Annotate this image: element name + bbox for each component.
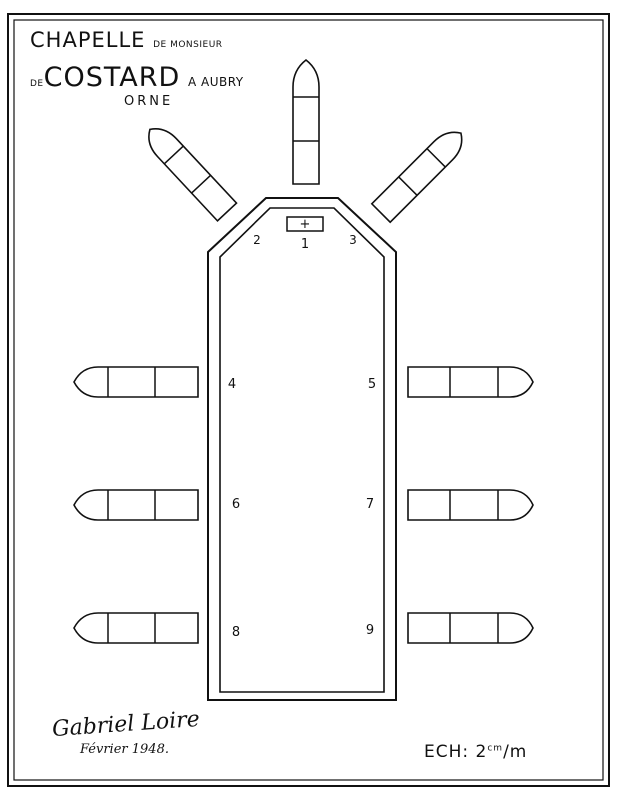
title-line-1: CHAPELLE DE MONSIEUR [30,28,223,52]
number-3: 3 [349,233,357,247]
number-1: 1 [301,237,309,252]
window-1-panel [292,58,320,185]
number-2: 2 [253,233,261,247]
number-6: 6 [232,497,240,512]
title-orne: ORNE [124,94,174,109]
scale-unit-m: /m [503,742,528,762]
scale-prefix: ECH: [424,742,470,762]
scale-unit-cm: cm [487,743,504,754]
chapel-outer-wall [207,197,397,701]
number-5: 5 [368,377,376,392]
title-line-2: DECOSTARD A AUBRY [30,62,244,93]
outer-frame [7,13,610,787]
scale-value: 2 [475,742,488,762]
number-9: 9 [366,623,374,638]
window-2-panel [148,128,238,222]
title-chapelle: CHAPELLE [30,28,146,52]
window-9-panel [407,612,534,644]
altar-cross: + [300,217,311,232]
window-5-panel [407,366,534,398]
number-4: 4 [228,377,236,392]
window-6-panel [73,489,199,521]
title-de: DE [30,79,44,89]
number-7: 7 [366,497,374,512]
title-costard: COSTARD [43,62,181,93]
number-8: 8 [232,625,240,640]
title-a-aubry: A AUBRY [187,75,244,89]
inner-frame [13,19,604,781]
title-de-monsieur: DE MONSIEUR [153,40,223,50]
altar [286,216,324,232]
scale-label: ECH: 2cm/m [424,742,527,762]
window-8-panel [73,612,199,644]
window-3-panel [370,131,463,224]
chapel-inner-wall [219,207,385,693]
window-4-panel [73,366,199,398]
window-7-panel [407,489,534,521]
signature-date: Février 1948. [80,742,169,757]
